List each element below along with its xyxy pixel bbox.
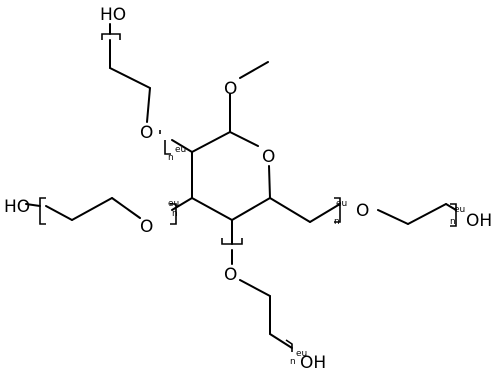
ring-oxygen-label: O: [262, 147, 275, 167]
c3-oxygen-label: O: [140, 217, 153, 237]
c6-repeat-index: n: [334, 217, 340, 227]
c4-peg-chain: [221, 219, 293, 352]
c3-repeat-marker: eu: [168, 199, 179, 209]
methoxy-oxygen-label: O: [224, 79, 237, 99]
c4-oxygen-label: O: [224, 265, 237, 285]
c2-repeat-marker: eu: [175, 145, 186, 155]
left-hydroxyl-label: HO: [4, 197, 30, 217]
c6-repeat-marker: eu: [336, 199, 347, 209]
pyranose-ring: [191, 131, 271, 221]
methoxy-group: [229, 61, 269, 133]
c2-repeat-index: n: [168, 153, 174, 163]
right-hydroxyl-label: OH: [466, 211, 492, 231]
bottom-repeat-marker: eu: [296, 349, 307, 359]
bottom-hydroxyl-label: OH: [300, 353, 326, 373]
c6-oxygen-label: O: [356, 201, 369, 221]
c2-oxygen-label: O: [140, 123, 153, 143]
top-hydroxyl-label: HO: [100, 5, 126, 25]
bottom-repeat-index: n: [290, 357, 296, 367]
right-repeat-index: n: [450, 217, 456, 227]
c6-peg-chain: [269, 197, 457, 227]
c3-repeat-index: n: [172, 209, 178, 219]
right-repeat-marker: eu: [454, 205, 465, 215]
c2-peg-chain: [101, 23, 193, 155]
c3-peg-chain: [25, 197, 193, 225]
